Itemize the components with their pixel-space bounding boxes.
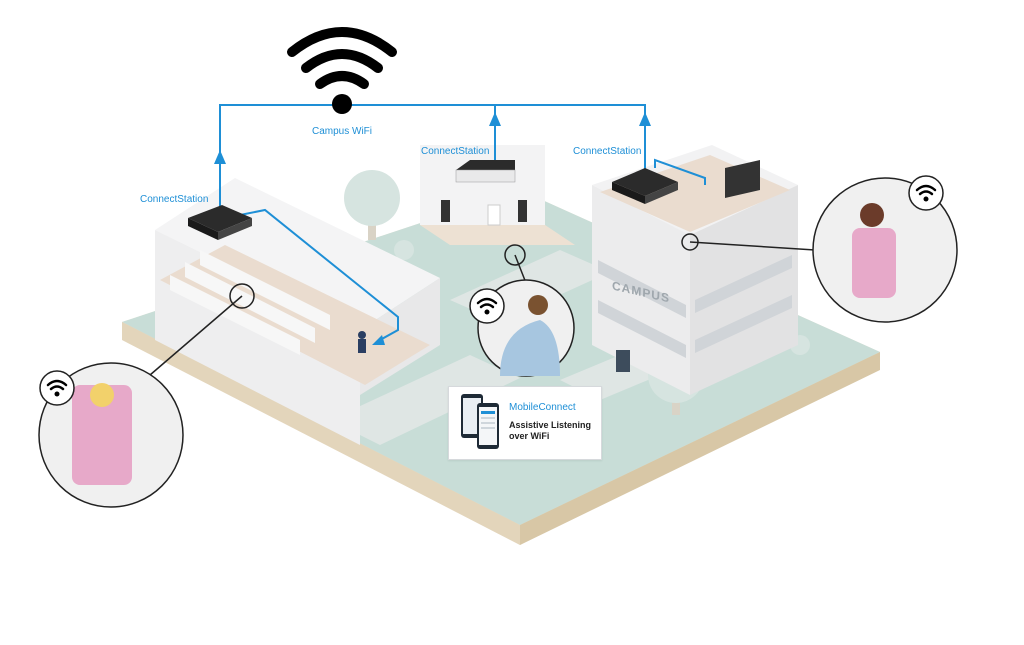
connectstation-device	[612, 168, 678, 204]
billboard-title: MobileConnect	[509, 402, 576, 413]
campus-building	[592, 145, 798, 395]
listener-circle-right	[681, 177, 958, 323]
station-label-middle: ConnectStation	[421, 146, 490, 157]
connectstation-device	[188, 205, 252, 240]
screen	[725, 160, 760, 198]
listener-circle-left	[38, 283, 255, 508]
app-billboard: MobileConnect Assistive Listening over W…	[448, 386, 602, 460]
connectstation-device	[455, 160, 516, 183]
tree-left	[344, 170, 400, 240]
wifi-label: Campus WiFi	[312, 126, 373, 137]
station-label-left: ConnectStation	[140, 194, 209, 205]
arrowheads	[214, 112, 651, 345]
wifi-badge-icon	[39, 370, 75, 406]
bush	[394, 240, 414, 260]
wifi-badge-icon	[908, 175, 944, 211]
phone-icon	[461, 394, 499, 449]
wifi-icon	[287, 27, 397, 114]
speaker	[518, 200, 527, 222]
billboard-subtitle: Assistive Listening over WiFi	[509, 420, 592, 441]
station-label-right: ConnectStation	[573, 146, 642, 157]
speaker	[441, 200, 450, 222]
wifi-badge-icon	[469, 288, 505, 324]
